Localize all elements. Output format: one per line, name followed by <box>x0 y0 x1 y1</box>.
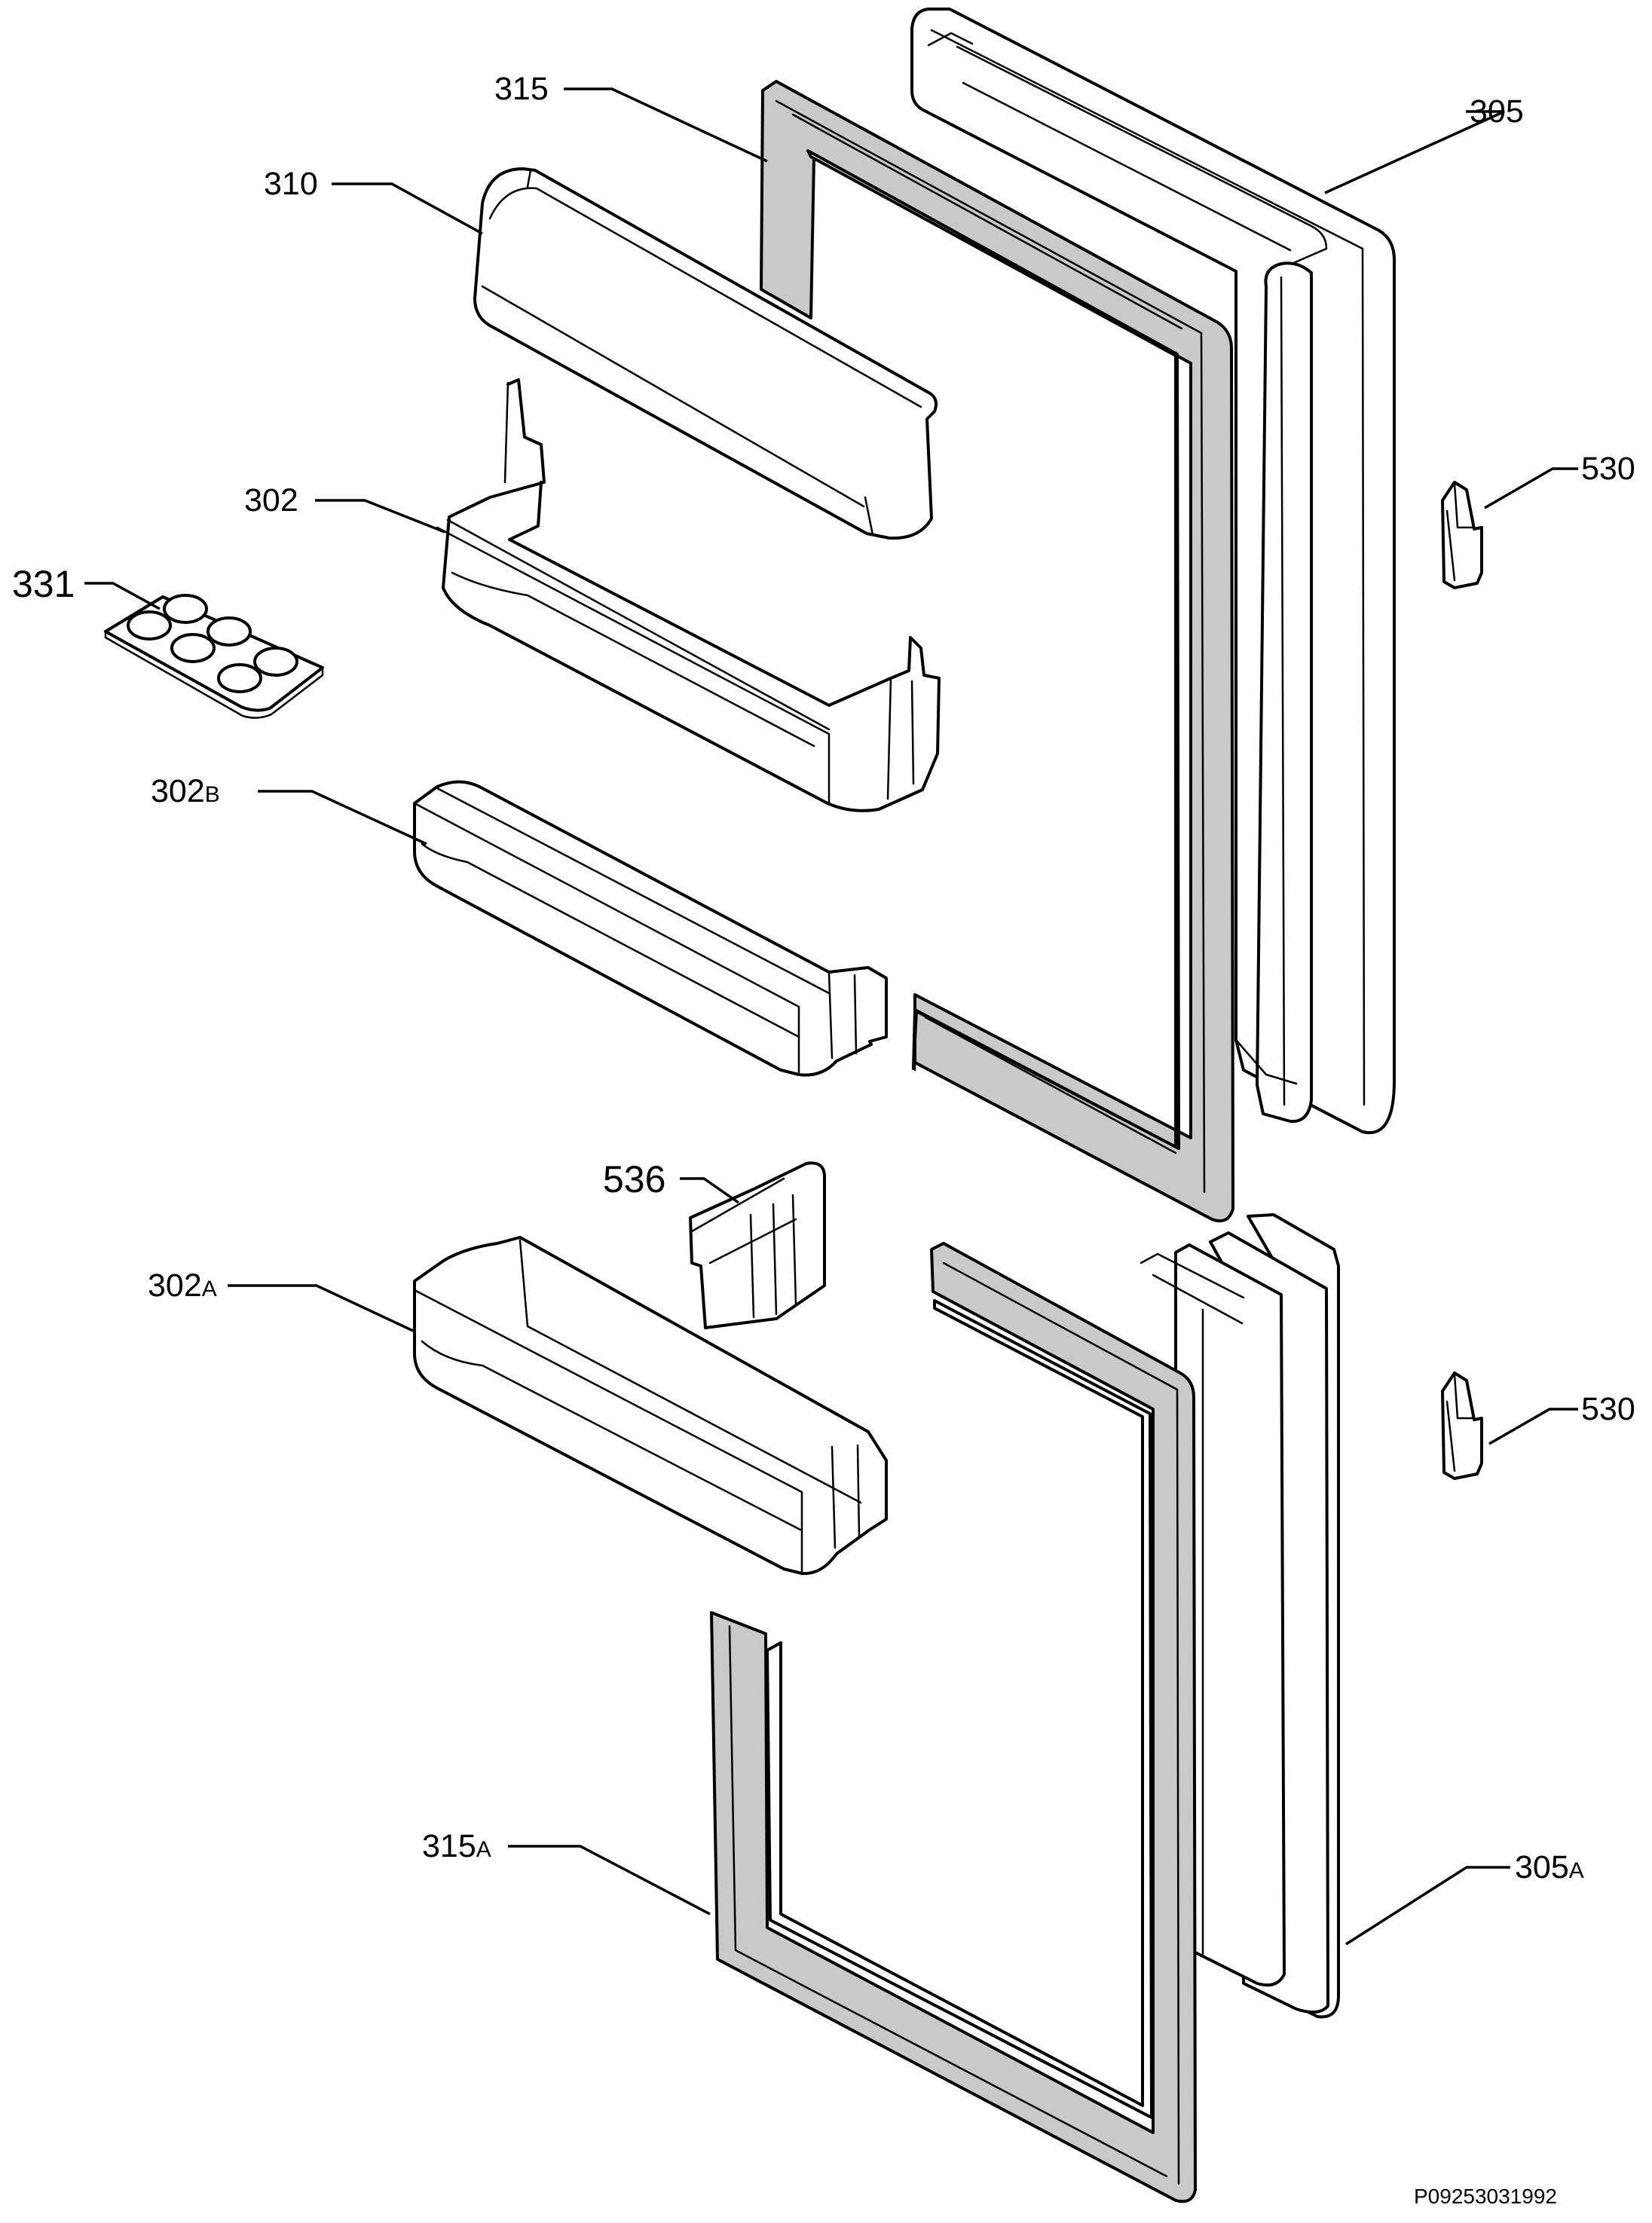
dairy-compartment-cover <box>473 167 938 540</box>
upper-door-panel <box>910 8 1396 1135</box>
shelf-divider-clip <box>689 1161 826 1329</box>
label-305: 305 <box>1470 93 1524 130</box>
label-315a: 315A <box>422 1828 491 1864</box>
leader-530-lower <box>1488 1408 1578 1445</box>
leader-305 <box>1324 110 1505 194</box>
leader-305a <box>1345 1866 1510 1946</box>
label-536: 536 <box>603 1158 665 1200</box>
leader-331 <box>84 582 161 610</box>
upper-door-shelf <box>436 378 941 812</box>
leader-536 <box>680 1177 739 1204</box>
label-530-lower: 530 <box>1581 1391 1635 1427</box>
leader-315 <box>564 87 768 163</box>
lower-door-shelf <box>413 1236 888 1576</box>
leader-lines <box>84 87 1578 1946</box>
label-302: 302 <box>244 482 298 518</box>
upper-door-handle <box>1441 481 1483 589</box>
leader-530-upper <box>1484 467 1578 509</box>
label-530-upper: 530 <box>1581 451 1635 487</box>
leader-302b <box>258 790 427 845</box>
upper-door-gasket <box>760 80 1234 1223</box>
label-302a: 302A <box>148 1267 217 1304</box>
egg-tray <box>104 594 324 719</box>
leader-302a <box>228 1284 414 1332</box>
label-310: 310 <box>264 166 318 202</box>
label-305a: 305A <box>1515 1849 1584 1885</box>
leader-315a <box>508 1845 711 1916</box>
label-315: 315 <box>494 71 549 107</box>
lower-door-gasket <box>710 1242 1197 2203</box>
lower-door-handle <box>1441 1371 1483 1480</box>
leader-302 <box>315 499 445 534</box>
label-302b: 302B <box>151 773 220 809</box>
leader-310 <box>332 182 483 235</box>
lower-door-panel <box>1140 1213 1340 2019</box>
drawing-code: P09253031992 <box>1414 2185 1557 2208</box>
part-labels: 305 315 310 302 331 530 302B 536 302A 53… <box>12 71 1635 2208</box>
label-331: 331 <box>12 563 75 605</box>
middle-door-shelf <box>413 780 888 1077</box>
